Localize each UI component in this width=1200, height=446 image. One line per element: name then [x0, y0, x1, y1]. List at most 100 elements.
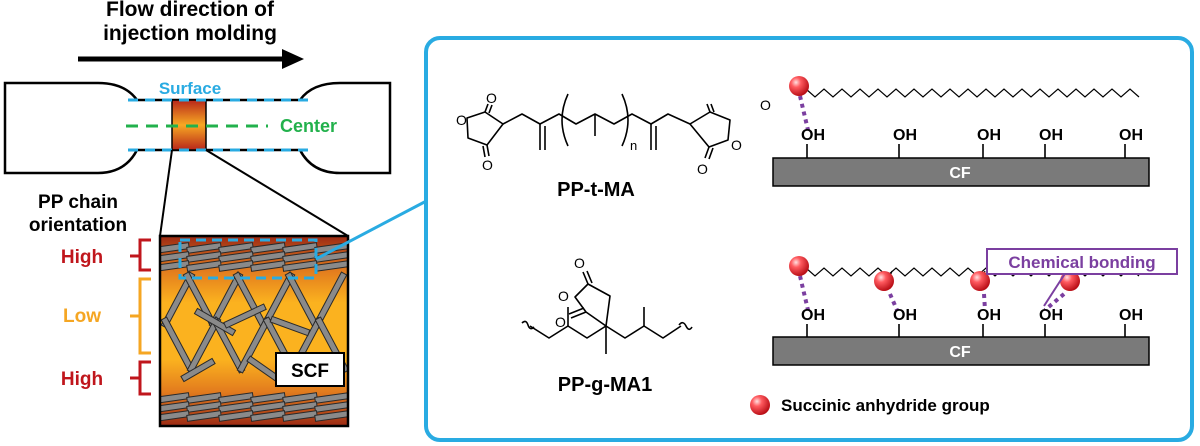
- oh-label: OH: [977, 307, 1001, 324]
- pp-t-ma-name: PP-t-MA: [557, 179, 635, 201]
- carbon-fiber: [218, 242, 254, 254]
- carbon-fiber: [223, 303, 267, 329]
- bracket-high-bottom: [130, 360, 151, 396]
- cf-bar-bottom: [772, 336, 1150, 366]
- oh-label: OH: [801, 127, 825, 144]
- bracket-high-top: [130, 238, 151, 272]
- cf-label-top: CF: [949, 165, 971, 182]
- orientation-label-line2: orientation: [29, 215, 127, 236]
- cf-label-bottom: CF: [949, 344, 971, 361]
- oh-label: OH: [893, 127, 917, 144]
- legend-label: Succinic anhydride group: [781, 396, 990, 415]
- carbon-fiber: [250, 260, 286, 272]
- level-low: Low: [63, 306, 101, 327]
- pp-t-ma-atom-o4: O: [697, 161, 708, 177]
- chemical-bonding-box: [986, 248, 1178, 275]
- pp-g-ma1-structure: [521, 270, 693, 354]
- carbon-fiber: [218, 260, 254, 272]
- chemical-bonding-label: Chemical bonding: [1008, 253, 1155, 272]
- pp-g-ma1-atom-o1: O: [574, 255, 585, 271]
- carbon-fiber: [160, 401, 190, 413]
- carbon-fiber: [314, 392, 348, 404]
- bond-dotted-bottom: [798, 275, 1066, 312]
- carbon-fiber: [282, 410, 318, 422]
- carbon-fiber: [186, 260, 222, 272]
- carbon-fiber: [250, 392, 286, 404]
- surface-region-box: [178, 238, 318, 280]
- zoom-line-left: [159, 149, 173, 237]
- carbon-fiber: [186, 251, 222, 263]
- carbon-fiber: [186, 392, 222, 404]
- pp-t-ma-atom-o2: O: [486, 90, 497, 106]
- pp-t-ma-atom-o3: O: [482, 157, 493, 173]
- carbon-fiber: [282, 401, 318, 413]
- bond-dotted-top: [798, 95, 810, 131]
- carbon-fiber: [314, 410, 348, 422]
- carbon-fiber: [282, 260, 318, 272]
- hydroxyl-row-top: OH OH OH OH OH: [801, 127, 1143, 158]
- pp-t-ma-atom-o1: O: [456, 112, 467, 128]
- hydroxyl-row-bottom: OH OH OH OH OH: [801, 307, 1143, 337]
- chemical-bonding-pointer: [1043, 271, 1067, 307]
- carbon-fiber: [250, 251, 286, 263]
- level-high-bottom: High: [61, 369, 103, 390]
- flow-direction-arrow: [78, 49, 304, 69]
- cf-bar-top: [772, 157, 1150, 187]
- succinic-sphere-bottom-4: [1060, 271, 1080, 291]
- orientation-label-line1: PP chain: [38, 192, 118, 213]
- level-high-top: High: [61, 247, 103, 268]
- carbon-fiber: [160, 410, 190, 422]
- carbon-fiber: [282, 392, 318, 404]
- oh-label: OH: [1119, 127, 1143, 144]
- carbon-fiber: [282, 242, 318, 254]
- carbon-fiber: [269, 315, 311, 337]
- pp-g-ma1-atom-o2: O: [558, 288, 569, 304]
- succinic-sphere-bottom-2: [874, 271, 894, 291]
- carbon-fiber: [186, 401, 222, 413]
- carbon-fiber: [250, 401, 286, 413]
- oh-label: OH: [977, 127, 1001, 144]
- legend-sphere: [750, 395, 770, 415]
- carbon-fiber: [180, 357, 216, 383]
- carbon-fiber: [186, 410, 222, 422]
- carbon-fiber: [218, 401, 254, 413]
- oh-label: OH: [1039, 307, 1063, 324]
- center-label: Center: [280, 116, 337, 136]
- pp-chain-top: [805, 88, 1140, 98]
- carbon-fiber: [218, 410, 254, 422]
- succinic-sphere-bottom-3: [970, 271, 990, 291]
- carbon-fiber: [193, 307, 237, 337]
- oh-label: OH: [1119, 307, 1143, 324]
- zoom-line-to-panel: [315, 195, 435, 261]
- pp-g-ma1-name: PP-g-MA1: [558, 374, 652, 396]
- cross-section-border: [158, 234, 350, 428]
- oh-label: OH: [1039, 127, 1063, 144]
- pp-g-ma1-atom-o3: O: [555, 314, 566, 330]
- carbon-fiber: [160, 271, 196, 329]
- mechanism-panel: [424, 36, 1194, 442]
- oh-label: OH: [893, 307, 917, 324]
- pp-t-ma-subscript-n: n: [630, 138, 637, 153]
- pp-t-ma-atom-o6: O: [760, 97, 771, 113]
- oh-label: OH: [801, 307, 825, 324]
- pp-t-ma-atom-o5: O: [731, 137, 742, 153]
- carbon-fiber: [160, 392, 190, 404]
- succinic-sphere-top: [789, 76, 809, 96]
- carbon-fiber: [250, 410, 286, 422]
- surface-label: Surface: [159, 79, 221, 98]
- carbon-fiber: [314, 401, 348, 413]
- scf-callout: SCF: [275, 352, 345, 387]
- carbon-fiber: [186, 242, 222, 254]
- flow-direction-title-line1: Flow direction of: [106, 0, 275, 21]
- carbon-fiber: [160, 251, 190, 263]
- flow-direction-title-line2: injection molding: [103, 22, 277, 45]
- scf-label: SCF: [291, 361, 329, 382]
- carbon-fiber: [218, 392, 254, 404]
- carbon-fiber: [218, 251, 254, 263]
- carbon-fiber: [250, 242, 286, 254]
- bracket-low: [130, 277, 151, 355]
- pp-t-ma-structure: [466, 93, 731, 160]
- succinic-sphere-bottom-1: [789, 256, 809, 276]
- carbon-fiber: [314, 251, 348, 263]
